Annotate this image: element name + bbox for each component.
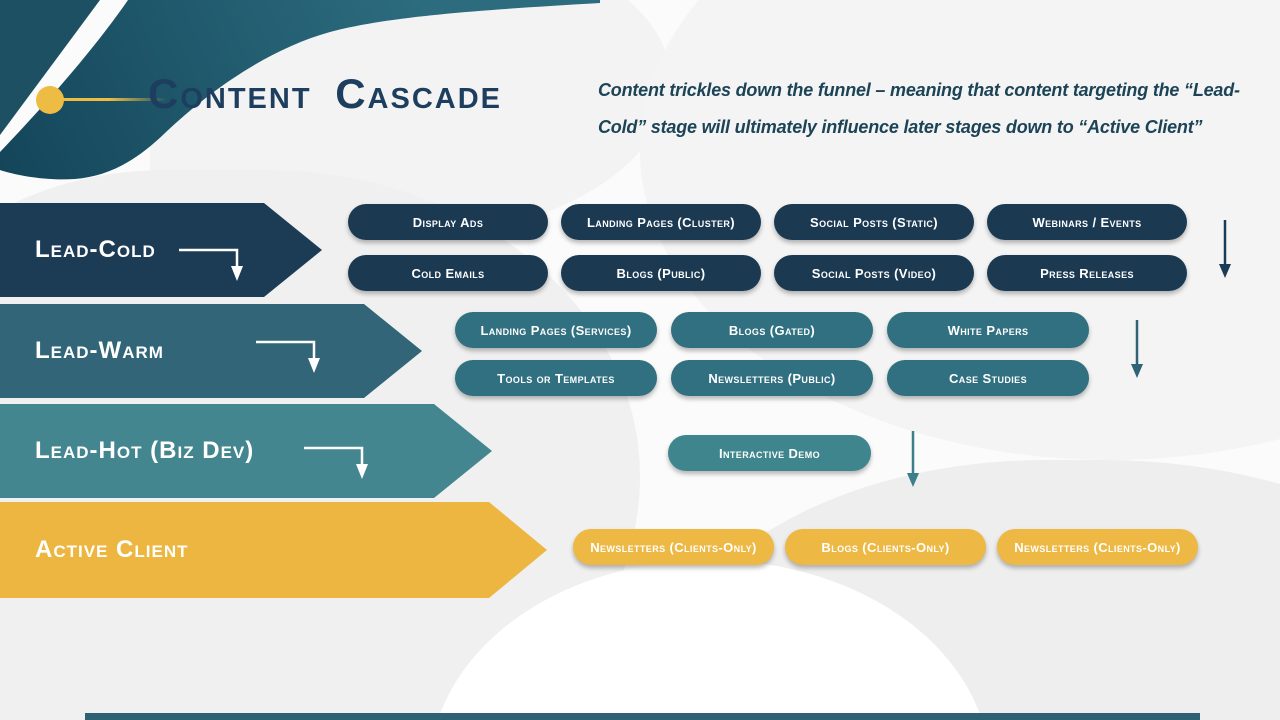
stage-band-lead-cold: Lead-Cold — [0, 203, 322, 297]
content-pill-lead-warm: White Papers — [887, 312, 1089, 348]
pill-grid-lead-hot: Interactive Demo — [668, 435, 871, 471]
content-pill-lead-warm: Landing Pages (Services) — [455, 312, 657, 348]
stage-label-lead-hot: Lead-Hot (Biz Dev) — [35, 437, 255, 464]
stage-label-lead-warm: Lead-Warm — [35, 337, 164, 364]
down-arrow-icon — [1131, 320, 1143, 378]
content-pill-lead-cold: Blogs (Public) — [561, 255, 761, 291]
stage-label-active-client: Active Client — [35, 536, 189, 563]
content-pill-lead-cold: Cold Emails — [348, 255, 548, 291]
pill-grid-active-client: Newsletters (Clients-Only) Blogs (Clients… — [573, 529, 1198, 565]
stage-band-lead-warm: Lead-Warm — [0, 304, 422, 398]
slide-subtitle: Content trickles down the funnel – meani… — [598, 80, 1240, 137]
gold-dot-marker — [36, 86, 64, 114]
gold-line-decoration — [62, 98, 167, 101]
content-pill-lead-cold: Social Posts (Static) — [774, 204, 974, 240]
stage-label-lead-cold: Lead-Cold — [35, 236, 156, 263]
content-pill-lead-cold: Social Posts (Video) — [774, 255, 974, 291]
corner-swoosh-decoration — [0, 0, 600, 180]
content-pill-active-client: Newsletters (Clients-Only) — [997, 529, 1198, 565]
elbow-arrow-icon — [178, 248, 248, 284]
content-pill-lead-cold: Display Ads — [348, 204, 548, 240]
content-pill-active-client: Blogs (Clients-Only) — [785, 529, 986, 565]
down-arrow-icon — [907, 431, 919, 487]
elbow-arrow-icon — [255, 340, 325, 376]
stage-band-lead-hot: Lead-Hot (Biz Dev) — [0, 404, 492, 498]
bottom-accent-bar — [85, 713, 1200, 720]
content-pill-active-client: Newsletters (Clients-Only) — [573, 529, 774, 565]
content-pill-lead-cold: Press Releases — [987, 255, 1187, 291]
content-pill-lead-warm: Blogs (Gated) — [671, 312, 873, 348]
pill-grid-lead-warm: Landing Pages (Services) Blogs (Gated) Whi… — [455, 312, 1089, 396]
content-pill-lead-cold: Landing Pages (Cluster) — [561, 204, 761, 240]
elbow-arrow-icon — [303, 446, 373, 482]
pill-grid-lead-cold: Display Ads Landing Pages (Cluster) Social… — [348, 204, 1187, 291]
content-pill-lead-warm: Tools or Templates — [455, 360, 657, 396]
stage-band-active-client: Active Client — [0, 502, 547, 598]
down-arrow-icon — [1219, 220, 1231, 278]
content-pill-lead-warm: Newsletters (Public) — [671, 360, 873, 396]
content-pill-lead-hot: Interactive Demo — [668, 435, 871, 471]
content-pill-lead-cold: Webinars / Events — [987, 204, 1187, 240]
content-pill-lead-warm: Case Studies — [887, 360, 1089, 396]
page-title: Content Cascade — [148, 70, 503, 117]
